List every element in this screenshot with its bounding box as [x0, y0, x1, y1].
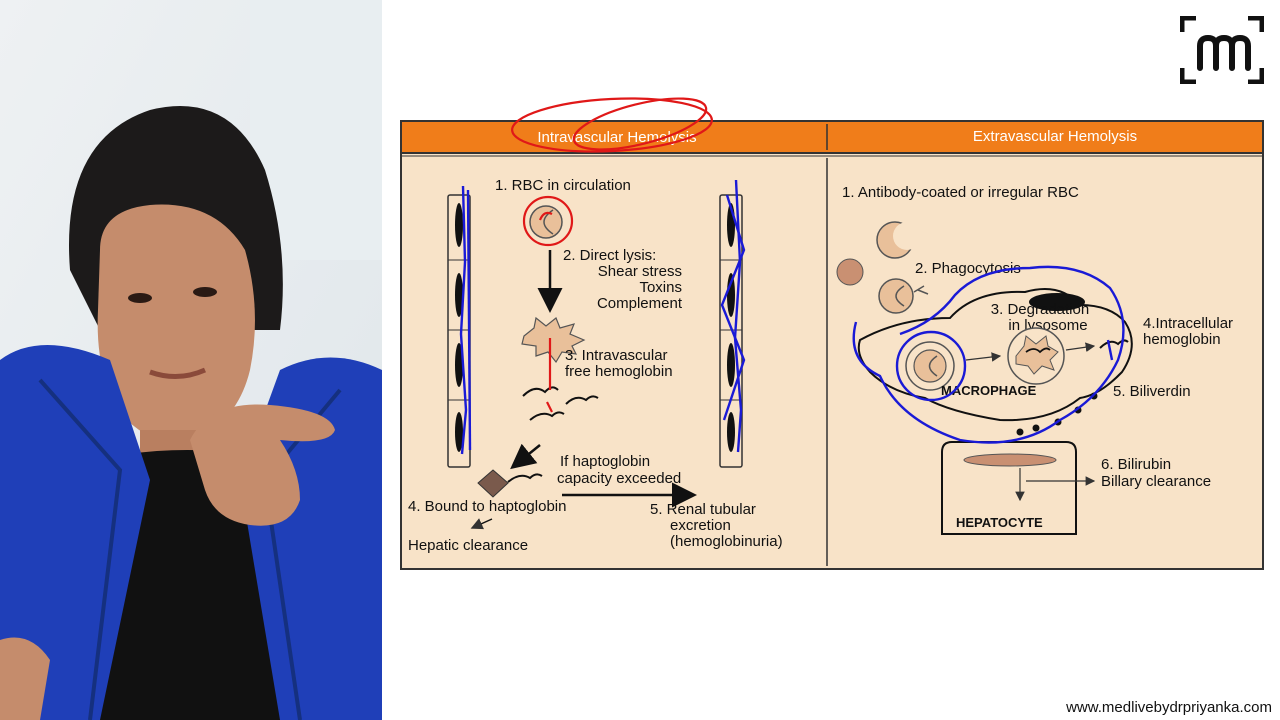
website-url: www.medlivebydrpriyanka.com	[1066, 699, 1272, 716]
intra-step3-line2: free hemoglobin	[565, 363, 673, 380]
intracellular-hemoglobin-icon	[1099, 339, 1129, 349]
irregular-rbc-icon	[876, 221, 921, 259]
macrophage-label: MACROPHAGE	[941, 383, 1037, 398]
intra-step1-label: 1. RBC in circulation	[495, 177, 631, 194]
haptoglobin-note-line1: If haptoglobin	[560, 453, 650, 470]
intra-step2-line4: Complement	[597, 295, 683, 312]
phagosome-icon	[905, 341, 955, 391]
antibody-coated-rbc-icon	[878, 278, 929, 314]
extra-step2-label: 2. Phagocytosis	[915, 260, 1021, 277]
extra-step1-label: 1. Antibody-coated or irregular RBC	[842, 184, 1079, 201]
extra-step6-line1: 6. Bilirubin	[1101, 456, 1171, 473]
lysed-cell-icon	[521, 316, 586, 364]
free-hemoglobin-icon	[522, 386, 599, 421]
hepatocyte-label: HEPATOCYTE	[956, 515, 1043, 530]
extra-step6-line2: Billary clearance	[1101, 473, 1211, 490]
extra-step4-line2: hemoglobin	[1143, 331, 1221, 348]
extra-step3-line1: 3. Degradation	[991, 301, 1089, 318]
intra-step2-line1: 2. Direct lysis:	[563, 247, 656, 264]
rbc-cell-icon	[529, 205, 563, 239]
header-intravascular: Intravascular Hemolysis	[537, 129, 696, 146]
extra-step4-line1: 4.Intracellular	[1143, 315, 1233, 332]
intra-step4-label: 4. Bound to haptoglobin	[408, 498, 566, 515]
rbc-cell-small-icon	[836, 258, 864, 286]
intra-step3-line1: 3. Intravascular	[565, 347, 668, 364]
macrophage-nucleus	[1029, 293, 1085, 311]
extra-step5-label: 5. Biliverdin	[1113, 383, 1191, 400]
bind-arrow	[510, 443, 541, 470]
header-extravascular: Extravascular Hemolysis	[973, 128, 1137, 145]
blue-annotation-ink	[459, 179, 1125, 455]
intra-step5-line1: 5. Renal tubular	[650, 501, 756, 518]
lysosome-icon	[1007, 327, 1065, 385]
presenter-photo	[0, 0, 382, 720]
red-annotation-ink	[511, 97, 713, 413]
haptoglobin-complex-icon	[477, 469, 543, 498]
intra-step5-line3: (hemoglobinuria)	[670, 533, 783, 550]
haptoglobin-note-line2: capacity exceeded	[557, 470, 681, 487]
hepatic-clearance-label: Hepatic clearance	[408, 537, 528, 554]
hepatocyte-cell	[941, 441, 1096, 535]
intra-step2-line3: Toxins	[639, 279, 682, 296]
presenter-video	[0, 0, 382, 720]
intra-step5-line2: excretion	[670, 517, 731, 534]
intra-step2-line2: Shear stress	[598, 263, 682, 280]
medlive-logo-icon	[1180, 16, 1264, 84]
